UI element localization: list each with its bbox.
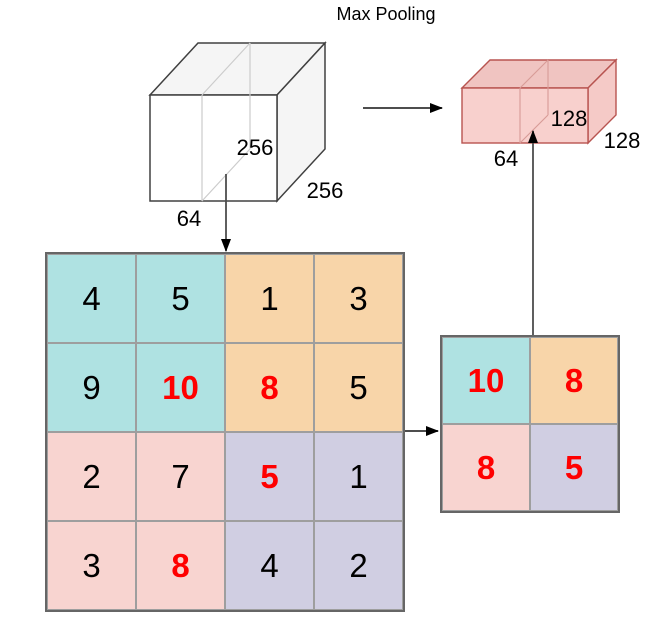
- grid-cell-max: 5: [225, 432, 314, 521]
- grid-cell: 2: [314, 521, 403, 610]
- box-front-face: [461, 87, 589, 144]
- output-volume-box: [460, 58, 618, 145]
- grid-cell: 5: [314, 343, 403, 432]
- grid-cell: 5: [136, 254, 225, 343]
- grid-cell: 3: [314, 254, 403, 343]
- output-volume-channels-label: 64: [493, 146, 519, 171]
- grid-cell-max: 10: [136, 343, 225, 432]
- grid-cell-max: 8: [530, 337, 618, 424]
- output-grid: 10 8 8 5: [440, 335, 620, 513]
- page-title: Max Pooling: [336, 4, 436, 24]
- grid-cell: 2: [47, 432, 136, 521]
- input-volume-channels-label: 64: [176, 206, 202, 231]
- grid-cell-max: 8: [442, 424, 530, 511]
- input-volume-height-label: 256: [236, 135, 274, 160]
- grid-cell-max: 10: [442, 337, 530, 424]
- grid-cell: 9: [47, 343, 136, 432]
- grid-cell: 7: [136, 432, 225, 521]
- grid-cell: 4: [225, 521, 314, 610]
- output-volume-height-label: 128: [550, 106, 588, 131]
- cube-front-face: [149, 94, 278, 202]
- grid-cell: 1: [314, 432, 403, 521]
- grid-cell-max: 8: [225, 343, 314, 432]
- cube-slice-lines: [201, 42, 251, 202]
- grid-cell-max: 8: [136, 521, 225, 610]
- input-volume-cube: [148, 41, 327, 203]
- grid-cell: 3: [47, 521, 136, 610]
- box-slice-lines: [519, 59, 549, 144]
- grid-cell: 1: [225, 254, 314, 343]
- grid-cell-max: 5: [530, 424, 618, 511]
- input-grid: 4 5 1 3 9 10 8 5 2 7 5 1 3 8 4 2: [45, 252, 405, 612]
- grid-cell: 4: [47, 254, 136, 343]
- output-volume-depth-label: 128: [603, 128, 641, 153]
- input-volume-depth-label: 256: [306, 178, 344, 203]
